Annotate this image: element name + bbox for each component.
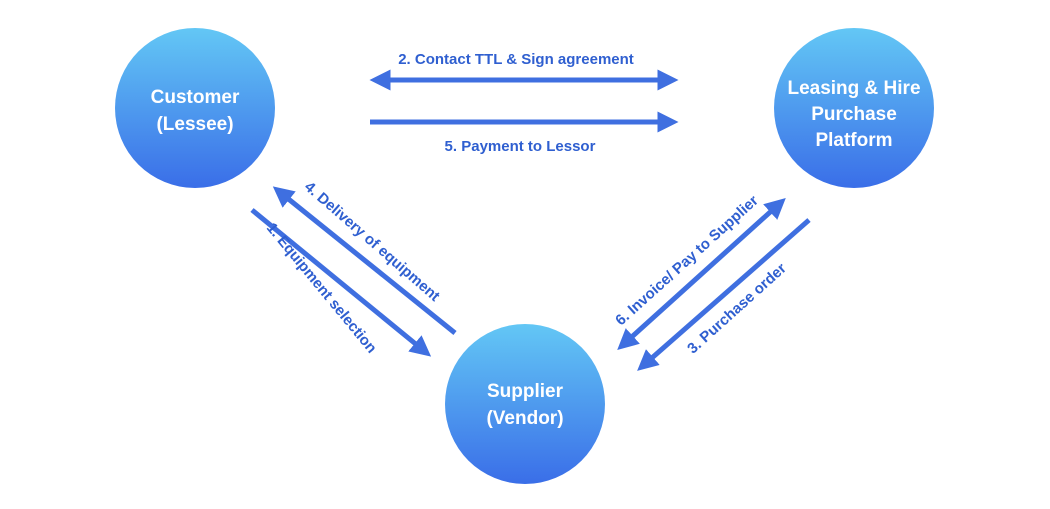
arrow-delivery-of-equipment bbox=[272, 186, 457, 335]
supplier-label-line2: (Vendor) bbox=[486, 408, 563, 429]
platform-label-line2: Purchase bbox=[811, 104, 897, 125]
platform-label-line3: Platform bbox=[815, 130, 892, 151]
customer-label-line2: (Lessee) bbox=[156, 114, 233, 135]
platform-label-line1: Leasing & Hire bbox=[787, 78, 920, 99]
node-supplier: Supplier (Vendor) bbox=[445, 324, 605, 484]
supplier-label-line1: Supplier bbox=[487, 381, 564, 402]
supplier-circle bbox=[445, 324, 605, 484]
node-platform: Leasing & Hire Purchase Platform bbox=[774, 28, 934, 188]
node-customer: Customer (Lessee) bbox=[115, 28, 275, 188]
customer-circle bbox=[115, 28, 275, 188]
arrow-equipment-selection bbox=[250, 208, 432, 357]
label-step2: 2. Contact TTL & Sign agreement bbox=[398, 51, 634, 68]
arrows bbox=[250, 69, 811, 371]
platform-circle bbox=[774, 28, 934, 188]
customer-label-line1: Customer bbox=[151, 87, 240, 108]
arrow-invoice-pay-supplier bbox=[617, 197, 786, 351]
label-step5: 5. Payment to Lessor bbox=[445, 138, 596, 155]
arrow-purchase-order bbox=[637, 218, 811, 371]
